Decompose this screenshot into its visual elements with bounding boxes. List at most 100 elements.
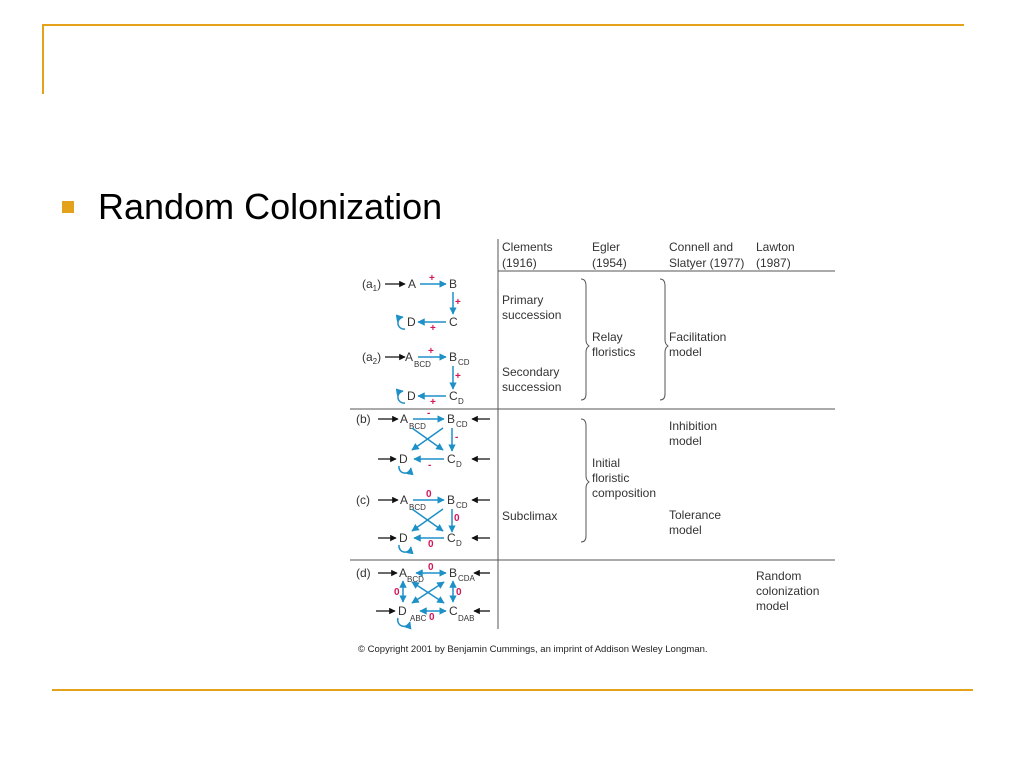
random-colonization-line3: model	[756, 599, 789, 613]
node-d: D	[407, 315, 416, 329]
row-a1-diagram: (a1) A + B + C + D	[362, 273, 461, 334]
inhibition-line2: model	[669, 434, 702, 448]
node-b: B	[447, 493, 455, 507]
secondary-succession-line2: succession	[502, 380, 561, 394]
node-c: C	[449, 389, 458, 403]
header-egler-year: (1954)	[592, 256, 627, 270]
sign-dc: 0	[429, 612, 435, 623]
self-loop-d	[395, 388, 406, 404]
subscript-d: D	[456, 539, 462, 548]
table-rules	[350, 239, 835, 629]
header-lawton: Lawton	[756, 240, 795, 254]
sign-cd: -	[428, 460, 431, 471]
sign-bc: +	[455, 371, 461, 382]
egler-column: Relay floristics Initial floristic compo…	[580, 278, 656, 543]
sign-ab: -	[427, 408, 430, 419]
connell-column: Facilitation model Inhibition model Tole…	[659, 278, 726, 537]
arrow-b-to-d	[411, 427, 444, 451]
header-clements: Clements	[502, 240, 553, 254]
row-d-label: (d)	[356, 566, 371, 580]
node-d: D	[398, 604, 407, 618]
sign-bc: -	[455, 432, 458, 443]
sign-bc: +	[455, 297, 461, 308]
node-b: B	[449, 277, 457, 291]
row-d-diagram: (d) A BCD 0 B CDA 0 0 D ABC 0 C DAB	[356, 562, 490, 630]
sign-cd: +	[430, 323, 436, 334]
row-c-diagram: (c) A BCD 0 B CD 0 D 0 C D	[356, 489, 490, 555]
node-a: A	[400, 493, 408, 507]
inhibition-line1: Inhibition	[669, 419, 717, 433]
node-b: B	[449, 566, 457, 580]
subscript-cda: CDA	[458, 574, 476, 583]
relay-line1: Relay	[592, 330, 623, 344]
bottom-rule	[52, 689, 973, 691]
header-clements-year: (1916)	[502, 256, 537, 270]
node-a: A	[408, 277, 416, 291]
arrow-b-d-bidirectional	[411, 581, 445, 604]
node-d: D	[407, 389, 416, 403]
node-a: A	[399, 566, 407, 580]
relay-brace	[580, 278, 590, 401]
row-a2-label: (a2)	[362, 350, 381, 366]
header-lawton-year: (1987)	[756, 256, 791, 270]
subscript-cd: CD	[456, 420, 468, 429]
primary-succession-line2: succession	[502, 308, 561, 322]
tolerance-line2: model	[669, 523, 702, 537]
sign-ab: 0	[426, 489, 432, 500]
self-loop-d	[398, 544, 414, 555]
sign-ab: 0	[428, 562, 434, 573]
row-a2-diagram: (a2) A BCD + B CD + C D + D	[362, 346, 470, 408]
sign-ab: +	[428, 346, 434, 357]
subscript-bcd: BCD	[414, 360, 431, 369]
succession-models-figure: Clements (1916) Egler (1954) Connell and…	[350, 239, 835, 655]
bullet-marker-icon	[62, 201, 74, 213]
row-b-label: (b)	[356, 412, 371, 426]
sign-bc: 0	[454, 513, 460, 524]
subscript-cd: CD	[456, 501, 468, 510]
row-b-diagram: (b) A BCD - B CD - D - C D	[356, 408, 490, 476]
row-c-label: (c)	[356, 493, 370, 507]
initial-line3: composition	[592, 486, 656, 500]
copyright-notice: © Copyright 2001 by Benjamin Cummings, a…	[358, 644, 708, 655]
header-egler: Egler	[592, 240, 620, 254]
bullet-text: Random Colonization	[98, 186, 443, 227]
self-loop-d	[396, 617, 412, 630]
subscript-d: D	[456, 460, 462, 469]
clements-column: Primary succession Secondary succession …	[502, 293, 561, 523]
secondary-succession-line1: Secondary	[502, 365, 559, 379]
tolerance-line1: Tolerance	[669, 508, 721, 522]
sign-bc: 0	[456, 587, 462, 598]
self-loop-d	[395, 314, 406, 330]
random-colonization-line1: Random	[756, 569, 801, 583]
node-a: A	[400, 412, 408, 426]
node-b: B	[447, 412, 455, 426]
column-headers: Clements (1916) Egler (1954) Connell and…	[502, 240, 795, 270]
facilitation-brace	[659, 278, 669, 401]
sign-ab: +	[429, 273, 435, 284]
top-rule	[42, 24, 964, 26]
facilitation-line1: Facilitation	[669, 330, 726, 344]
subscript-cd: CD	[458, 358, 470, 367]
node-c: C	[449, 604, 458, 618]
facilitation-line2: model	[669, 345, 702, 359]
relay-line2: floristics	[592, 345, 635, 359]
sign-cd: +	[430, 397, 436, 408]
initial-line1: Initial	[592, 456, 620, 470]
subscript-d: D	[458, 397, 464, 406]
random-colonization-line2: colonization	[756, 584, 819, 598]
header-connell-year: Slatyer (1977)	[669, 256, 744, 270]
node-c: C	[447, 531, 456, 545]
bullet-item: Random Colonization	[62, 186, 442, 228]
subscript-bcd: BCD	[409, 503, 426, 512]
subscript-bcd: BCD	[407, 575, 424, 584]
header-connell: Connell and	[669, 240, 733, 254]
initial-line2: floristic	[592, 471, 629, 485]
sign-ad: 0	[394, 587, 400, 598]
lawton-column: Random colonization model	[756, 569, 819, 613]
subscript-bcd: BCD	[409, 422, 426, 431]
node-b: B	[449, 350, 457, 364]
primary-succession-line1: Primary	[502, 293, 543, 307]
self-loop-d	[398, 465, 414, 476]
initial-floristic-brace	[580, 418, 590, 543]
node-d: D	[399, 531, 408, 545]
